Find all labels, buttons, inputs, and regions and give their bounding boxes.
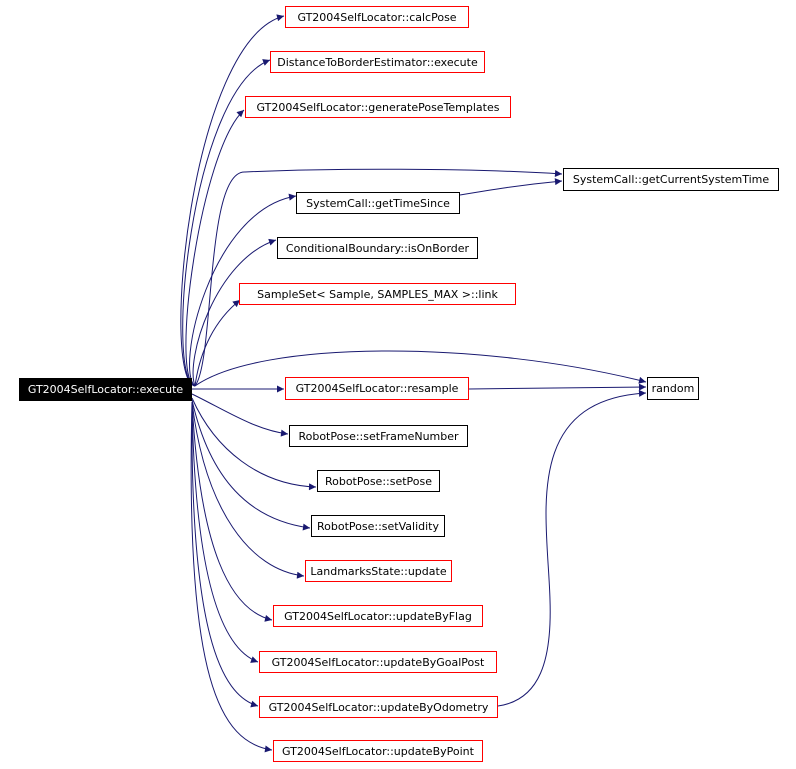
edge-execute-updatebygoalpost [191,401,259,663]
edge-updatebyodometry-random [497,389,647,707]
node-gettimesince[interactable]: SystemCall::getTimeSince [296,192,460,214]
edge-execute-getcurrentsystemtime [194,168,563,387]
edge-execute-setpose [191,397,317,491]
node-calcpose[interactable]: GT2004SelfLocator::calcPose [285,6,469,28]
node-resample[interactable]: GT2004SelfLocator::resample [285,377,469,400]
edge-execute-generateposetemplates [185,109,245,387]
edge-execute-landmarksstateupdate [191,401,305,579]
edge-execute-distancetoborderestimator [182,59,271,387]
edge-execute-random [194,350,647,387]
node-distancetoborderestimator-execute[interactable]: DistanceToBorderEstimator::execute [270,51,485,73]
node-setvalidity[interactable]: RobotPose::setValidity [311,515,445,537]
node-updatebygoalpost[interactable]: GT2004SelfLocator::updateByGoalPost [259,651,497,673]
node-getcurrentsystemtime[interactable]: SystemCall::getCurrentSystemTime [563,168,779,191]
edge-execute-setframenumber [191,393,289,437]
edge-resample-random [468,383,647,391]
edge-execute-updatebypoint [190,401,273,753]
node-isonborder[interactable]: ConditionalBoundary::isOnBorder [277,237,478,259]
node-updatebypoint[interactable]: GT2004SelfLocator::updateByPoint [273,740,483,762]
edge-execute-updatebyflag [191,401,273,622]
node-root: GT2004SelfLocator::execute [19,378,192,401]
node-updatebyodometry[interactable]: GT2004SelfLocator::updateByOdometry [259,696,498,718]
edge-execute-updatebyodometry [191,401,259,708]
edge-execute-isonborder [192,238,277,387]
node-random[interactable]: random [647,377,699,400]
node-updatebyflag[interactable]: GT2004SelfLocator::updateByFlag [273,605,483,627]
node-generateposetemplates[interactable]: GT2004SelfLocator::generatePoseTemplates [245,96,511,118]
edge-execute-calcpose [180,14,285,387]
node-landmarksstate-update[interactable]: LandmarksState::update [305,560,452,582]
edge-gettimesince-getcurrentsystemtime [459,178,563,196]
node-setpose[interactable]: RobotPose::setPose [317,470,440,492]
edge-execute-samplesetlink [194,299,241,387]
node-samplesetlink[interactable]: SampleSet< Sample, SAMPLES_MAX >::link [239,283,516,305]
edge-execute-gettimesince [189,193,297,387]
edge-execute-setvalidity [191,399,311,531]
node-setframenumber[interactable]: RobotPose::setFrameNumber [289,425,468,447]
